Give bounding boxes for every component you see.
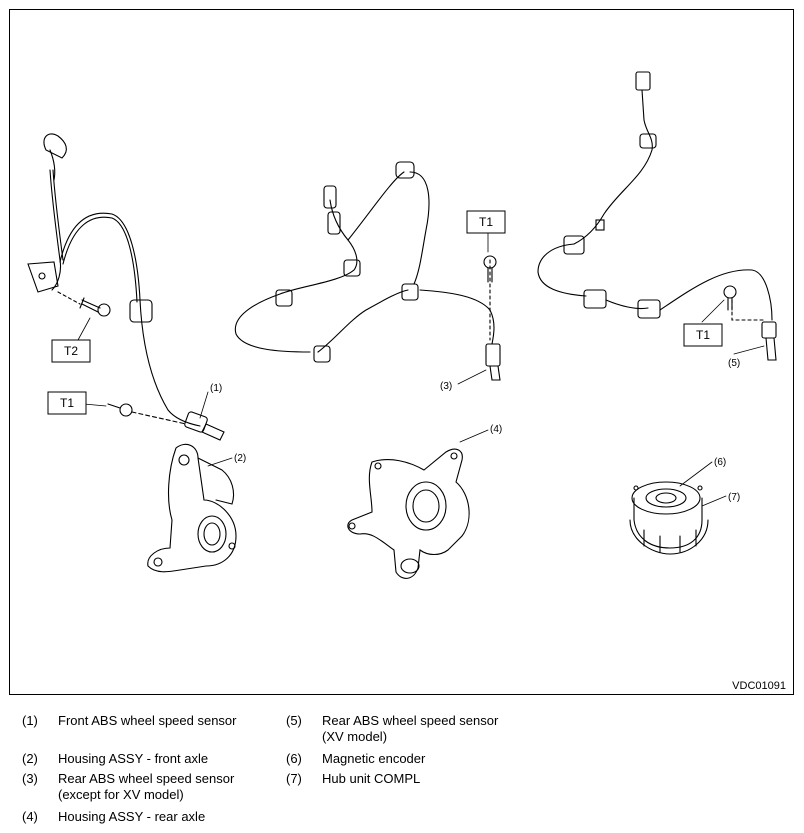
legend-text: Rear ABS wheel speed sensor (except for … bbox=[58, 771, 235, 802]
bolt-t1-xv-icon bbox=[723, 285, 737, 311]
rear-abs-sensor-harness bbox=[234, 161, 501, 381]
front-axle-housing bbox=[147, 443, 237, 573]
torque-label-t1-rear: T1 bbox=[479, 215, 493, 229]
legend-number: (5) bbox=[286, 713, 302, 728]
legend-text: Housing ASSY - rear axle bbox=[58, 809, 206, 824]
torque-label-boxes bbox=[47, 210, 723, 415]
legend-text: Housing ASSY - front axle bbox=[58, 751, 209, 766]
torque-label-t2: T2 bbox=[64, 344, 78, 358]
figure-code: VDC01091 bbox=[732, 680, 786, 692]
front-abs-sensor-harness bbox=[27, 133, 225, 441]
bolt-t1-rear-icon bbox=[483, 255, 497, 283]
hub-unit bbox=[629, 481, 709, 555]
callout-7: (7) bbox=[728, 492, 740, 503]
leader-lines bbox=[77, 231, 765, 507]
torque-label-t1-xv: T1 bbox=[696, 328, 710, 342]
legend-number: (2) bbox=[22, 751, 38, 766]
exploded-parts-diagram: T2 T1 T1 T1 (1) (2) (3) (4) (5) (6) (7) bbox=[27, 71, 777, 579]
bolt-t2-icon bbox=[57, 291, 111, 317]
legend-number: (1) bbox=[22, 713, 38, 728]
legend-number: (6) bbox=[286, 751, 302, 766]
legend-number: (3) bbox=[22, 771, 38, 786]
callout-2: (2) bbox=[234, 453, 246, 464]
legend-text: Hub unit COMPL bbox=[322, 771, 421, 786]
legend-text: Rear ABS wheel speed sensor (XV model) bbox=[322, 713, 499, 744]
torque-label-t1-front: T1 bbox=[60, 396, 74, 410]
diagram-frame bbox=[9, 9, 794, 695]
callout-3: (3) bbox=[440, 381, 452, 392]
rear-axle-housing bbox=[347, 448, 470, 579]
bolt-t1-front-icon bbox=[107, 403, 187, 425]
legend-number: (4) bbox=[22, 809, 38, 824]
legend-text: Front ABS wheel speed sensor bbox=[58, 713, 237, 728]
callout-1: (1) bbox=[210, 383, 222, 394]
legend-number: (7) bbox=[286, 771, 302, 786]
legend-text: Magnetic encoder bbox=[322, 751, 426, 766]
callout-4: (4) bbox=[490, 424, 502, 435]
callout-6: (6) bbox=[714, 457, 726, 468]
xv-rear-abs-sensor-harness bbox=[537, 71, 777, 361]
callout-5: (5) bbox=[728, 358, 740, 369]
